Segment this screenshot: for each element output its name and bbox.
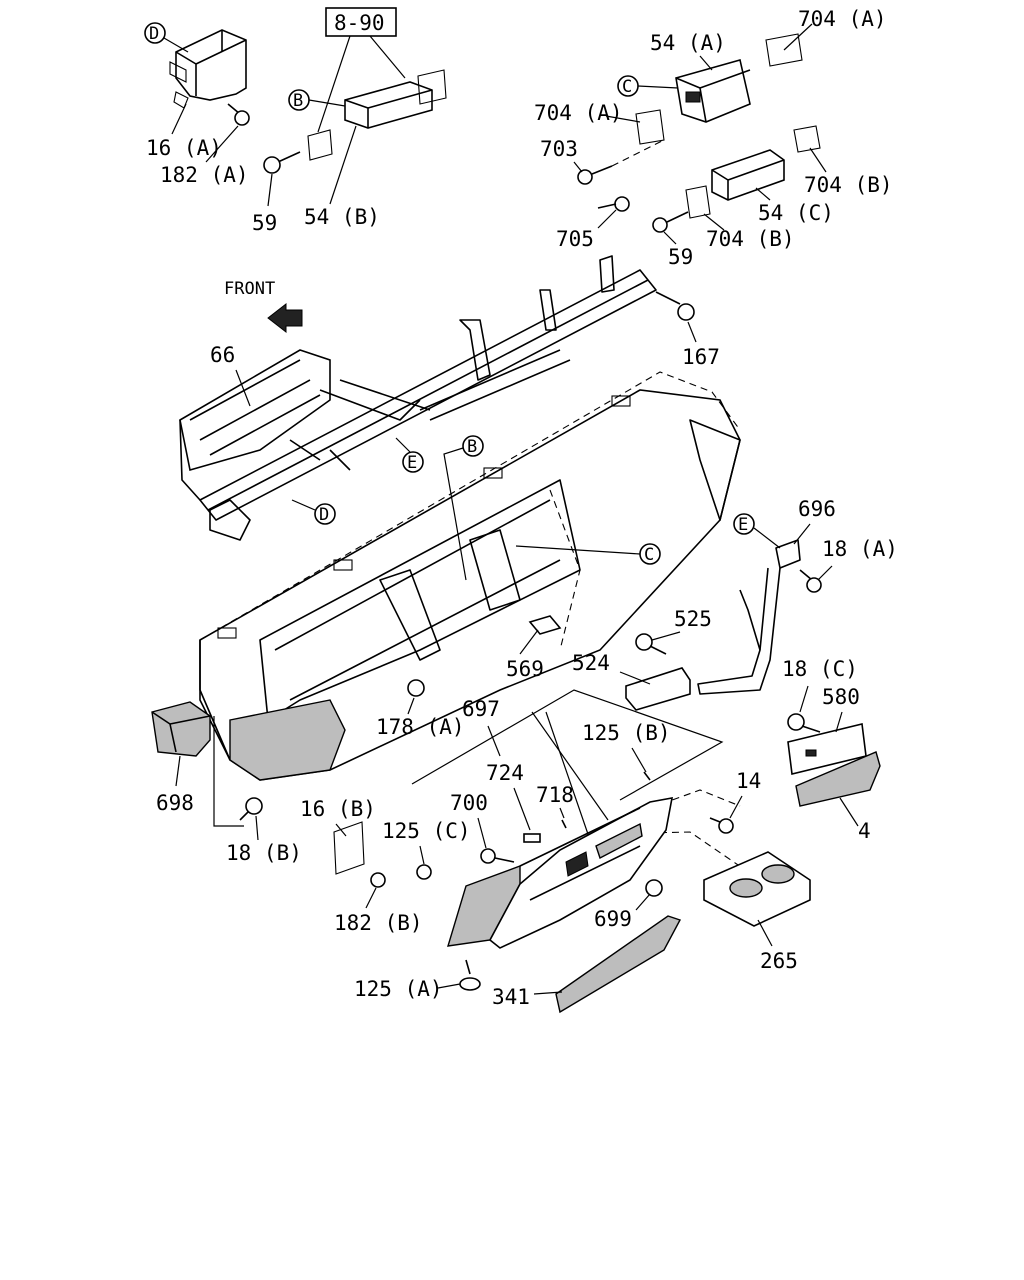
lower-dash-panel-697 — [447, 797, 674, 949]
bracket-16b — [333, 821, 365, 875]
clip-704a-mid — [635, 109, 665, 145]
label-699: 699 — [594, 907, 632, 931]
clip-718 — [561, 819, 567, 829]
label-698: 698 — [156, 791, 194, 815]
clip-569 — [528, 615, 562, 635]
label-704a-mid: 704 (A) — [534, 101, 623, 125]
label-125c: 125 (C) — [382, 819, 471, 843]
label-125b: 125 (B) — [582, 721, 671, 745]
label-705: 705 — [556, 227, 594, 251]
label-178a: 178 (A) — [376, 715, 465, 739]
label-54b: 54 (B) — [304, 205, 380, 229]
svg-text:E: E — [738, 515, 748, 535]
screw-125b — [643, 771, 651, 781]
label-580: 580 — [822, 685, 860, 709]
label-18c: 18 (C) — [782, 657, 858, 681]
label-125a: 125 (A) — [354, 977, 443, 1001]
marker-e-right: E — [733, 513, 781, 549]
clip-704a-top — [765, 23, 813, 67]
trim-4 — [795, 751, 881, 807]
label-18b: 18 (B) — [226, 841, 302, 865]
clip-699 — [645, 879, 663, 897]
label-703: 703 — [540, 137, 578, 161]
clip-704b-right — [793, 125, 821, 153]
clip-704b-low — [685, 185, 711, 219]
marker-d-frame: D — [291, 499, 336, 525]
bracket-d-assembly — [169, 29, 247, 109]
label-59-left: 59 — [252, 211, 277, 235]
front-label: FRONT — [224, 279, 275, 299]
reference-box-8-90: 8-90 — [317, 7, 406, 133]
label-697: 697 — [462, 697, 500, 721]
marker-b-panel: B — [443, 435, 484, 581]
marker-c-top: C — [617, 75, 679, 97]
label-59-right: 59 — [668, 245, 693, 269]
label-18a: 18 (A) — [822, 537, 898, 561]
screw-14 — [709, 817, 734, 834]
svg-text:E: E — [407, 453, 417, 473]
pocket-54a — [675, 59, 751, 123]
label-16b: 16 (B) — [300, 797, 376, 821]
label-16a: 16 (A) — [146, 136, 222, 160]
screw-705 — [597, 196, 630, 212]
nut-178a — [407, 679, 425, 697]
screw-700 — [480, 848, 515, 864]
screw-703 — [577, 139, 665, 185]
instrument-panel — [199, 371, 741, 781]
cup-holder-265 — [703, 851, 811, 927]
label-569: 569 — [506, 657, 544, 681]
front-arrow — [267, 302, 303, 334]
label-182a: 182 (A) — [160, 163, 249, 187]
bolt-167 — [655, 291, 695, 321]
clip-724 — [523, 833, 541, 843]
svg-text:B: B — [467, 437, 477, 457]
svg-text:D: D — [149, 24, 159, 44]
label-704a-top: 704 (A) — [798, 7, 887, 31]
label-167: 167 — [682, 345, 720, 369]
bracket-696 — [697, 539, 801, 695]
pad-698 — [151, 701, 211, 757]
marker-b-top: B — [288, 89, 346, 111]
trim-524 — [625, 667, 691, 711]
label-54c: 54 (C) — [758, 201, 834, 225]
marker-c-panel: C — [515, 543, 661, 565]
label-718: 718 — [536, 783, 574, 807]
svg-text:B: B — [293, 91, 303, 111]
label-700: 700 — [450, 791, 488, 815]
bracket-54b — [307, 69, 447, 161]
clip-125a — [459, 959, 481, 991]
bolt-18a — [799, 569, 822, 593]
screw-59-left — [263, 151, 301, 174]
bolt-182a — [227, 103, 250, 126]
screw-125c — [416, 864, 432, 880]
label-14: 14 — [736, 769, 761, 793]
svg-text:C: C — [622, 77, 632, 97]
label-724: 724 — [486, 761, 524, 785]
label-524: 524 — [572, 651, 610, 675]
screw-525 — [635, 633, 667, 655]
bolt-182b — [370, 872, 386, 888]
label-704b-right: 704 (B) — [804, 173, 893, 197]
label-341: 341 — [492, 985, 530, 1009]
svg-text:D: D — [319, 505, 329, 525]
marker-d-top: D — [144, 22, 189, 53]
label-525: 525 — [674, 607, 712, 631]
label-704b-low: 704 (B) — [706, 227, 795, 251]
screw-59-right — [652, 211, 689, 233]
glove-box-lid-341 — [555, 915, 682, 1014]
label-4: 4 — [858, 819, 871, 843]
marker-e-frame: E — [395, 437, 424, 473]
pocket-54c — [711, 149, 785, 201]
svg-text:C: C — [644, 545, 654, 565]
label-54a: 54 (A) — [650, 31, 726, 55]
label-66: 66 — [210, 343, 235, 367]
label-265: 265 — [760, 949, 798, 973]
bolt-18b — [213, 716, 263, 827]
cross-beam-66 — [179, 255, 657, 541]
bolt-18c — [787, 713, 821, 733]
reference-box-label: 8-90 — [334, 11, 385, 35]
label-182b: 182 (B) — [334, 911, 423, 935]
label-696: 696 — [798, 497, 836, 521]
